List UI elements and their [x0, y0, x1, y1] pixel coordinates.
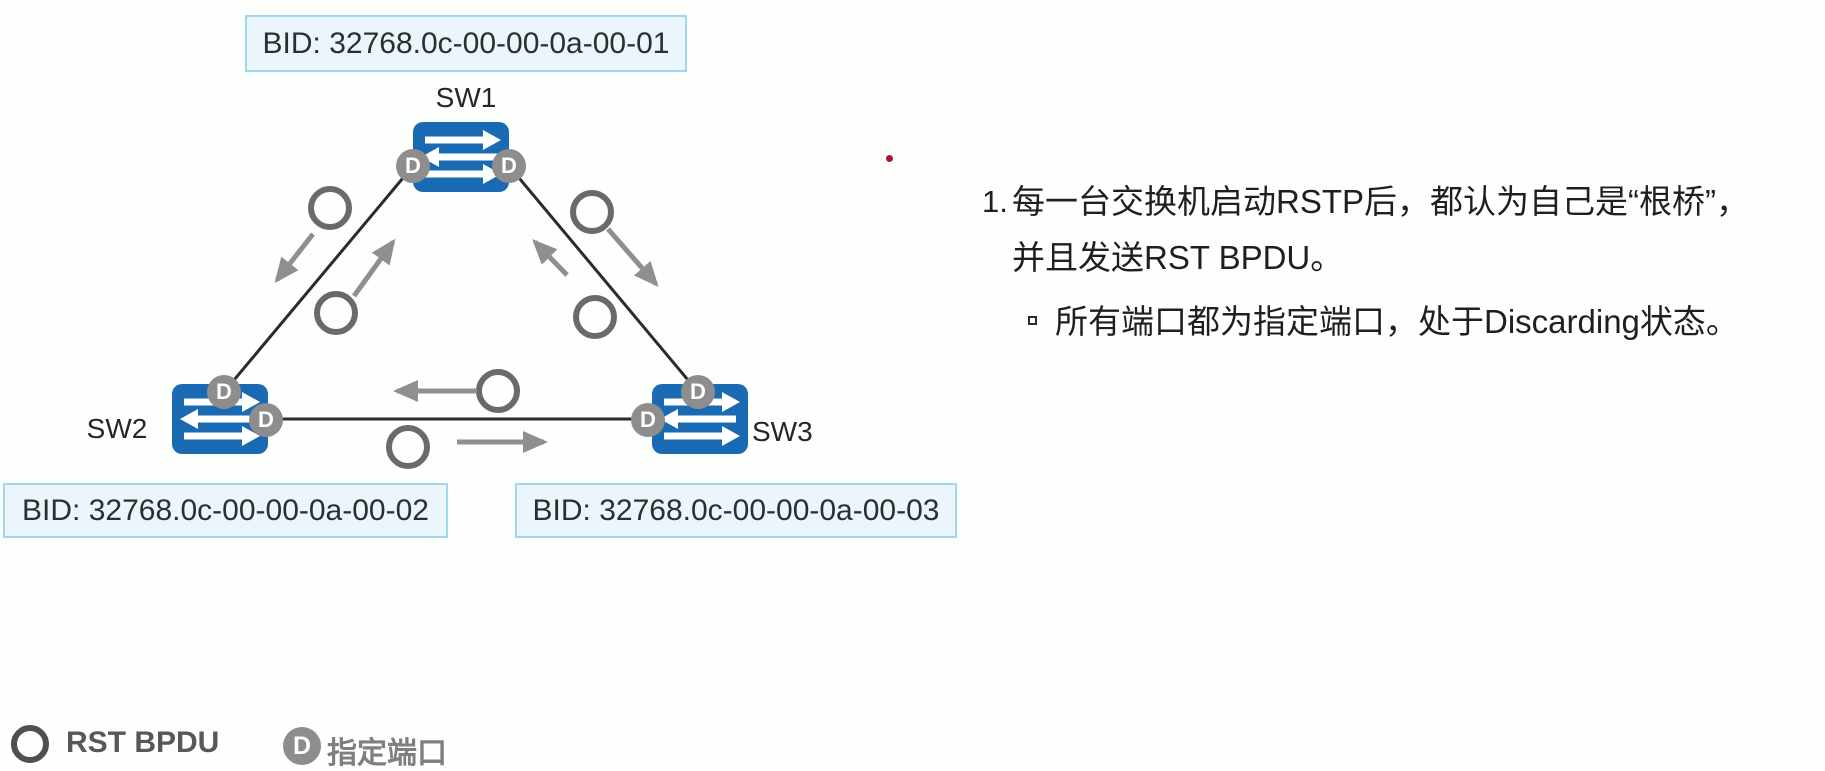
switch-label-sw2: SW2: [86, 413, 148, 444]
link-sw1-sw3: [507, 165, 700, 393]
note-item-line1: 每一台交换机启动RSTP后，都认为自己是“根桥”，: [1012, 183, 1749, 220]
note-sub-bullet: 所有端口都为指定端口，处于Discarding状态。: [1055, 303, 1739, 340]
legend-rst-bpdu-label: RST BPDU: [66, 726, 220, 759]
bpdu-arrow-down-left: [274, 232, 315, 284]
bid-box-sw3: BID: 32768.0c-00-00-0a-00-03: [515, 483, 957, 538]
topology-diagram: [11, 0, 960, 763]
link-sw1-sw2: [222, 165, 415, 393]
designated-port-badge-sw2-top: D: [207, 375, 241, 409]
bpdu-arrow-up-right: [351, 238, 396, 298]
rst-bpdu-icon-sw3-to-sw1: [573, 295, 617, 339]
rst-bpdu-icon-sw2-to-sw1: [314, 291, 358, 335]
red-pointer-dot: [886, 155, 893, 162]
rst-bpdu-icon-sw3-to-sw2: [476, 369, 520, 413]
sub-bullet-square-icon: [1028, 316, 1037, 325]
switch-label-sw1: SW1: [435, 82, 497, 113]
note-item-line2: 并且发送RST BPDU。: [1012, 239, 1344, 276]
bid-box-sw2: BID: 32768.0c-00-00-0a-00-02: [3, 483, 448, 538]
bid-box-sw1: BID: 32768.0c-00-00-0a-00-01: [245, 15, 687, 72]
designated-port-badge-sw1-right: D: [492, 149, 526, 183]
rst-bpdu-icon-sw2-to-sw3: [386, 425, 430, 469]
rst-bpdu-icon-sw1-to-sw3: [570, 190, 614, 234]
rst-bpdu-icon-sw1-to-sw2: [308, 186, 352, 230]
designated-port-badge-sw1-left: D: [396, 149, 430, 183]
legend-designated-port-label: 指定端口: [327, 737, 447, 770]
bpdu-arrow-down-right: [606, 227, 659, 288]
designated-port-badge-sw3-left: D: [631, 403, 665, 437]
note-item-number: 1.: [982, 184, 1008, 219]
designated-port-badge-sw2-right: D: [249, 403, 283, 437]
switch-label-sw3: SW3: [752, 416, 813, 447]
bpdu-arrow-up-left: [532, 239, 569, 277]
designated-port-badge-sw3-top: D: [681, 375, 715, 409]
legend-rst-bpdu-icon: [11, 725, 49, 763]
legend-designated-port-badge: D: [283, 727, 321, 765]
